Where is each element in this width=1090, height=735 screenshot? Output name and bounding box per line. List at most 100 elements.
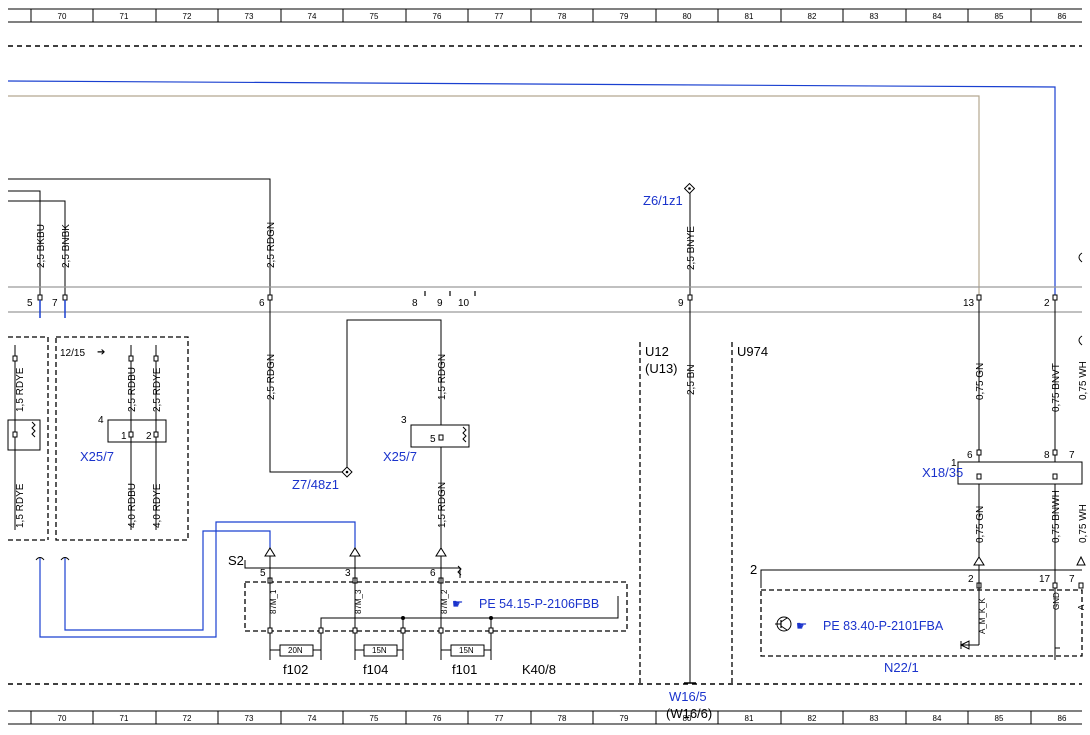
bkbu-feed-wire — [8, 190, 41, 297]
wire-label-rdbu-a: 2,5 RDBU — [127, 367, 138, 412]
fuse-f104-rating: 15N — [372, 646, 387, 655]
bottom-ruler: 70 71 72 73 74 75 76 77 78 79 80 81 82 8… — [8, 710, 1082, 725]
ruler-col: 71 — [120, 714, 129, 723]
ruler-col: 82 — [808, 714, 817, 723]
n22-pin-7: 7 — [1069, 574, 1075, 585]
n22-supply-bus — [760, 569, 1082, 588]
bar-pin-6: 6 — [259, 298, 265, 309]
x25-mid-label: X25/7 — [383, 449, 417, 464]
bar-pin-9b: 9 — [678, 298, 684, 309]
blue-wire-loop-b — [64, 530, 271, 631]
ruler-col: 70 — [58, 714, 67, 723]
ruler-col: 72 — [183, 12, 192, 21]
wire-label-bnwh: 0,75 BNWH — [1051, 490, 1062, 543]
pe-n22-hand-icon[interactable]: ☛ — [796, 619, 807, 633]
relay-a-label: 87M_1 — [269, 589, 278, 614]
f104-label: f104 — [363, 662, 388, 677]
wire-label-bnbk: 2,5 BNBK — [61, 224, 72, 268]
ruler-col: 75 — [370, 714, 379, 723]
ruler-col: 84 — [933, 714, 942, 723]
u974-label: U974 — [737, 344, 768, 359]
w16b-label: (W16/6) — [666, 706, 712, 721]
left-dashed-box — [8, 336, 49, 541]
wire-label-rdgn-top: 2,5 RDGN — [266, 222, 277, 268]
relay-b-label: 87M_3 — [354, 589, 363, 614]
ruler-col: 77 — [495, 714, 504, 723]
bnbk-feed-wire — [8, 200, 66, 297]
sheet-ref-arrow-icon: ➔ — [97, 347, 105, 358]
ruler-col: 82 — [808, 12, 817, 21]
resistor-icon — [31, 421, 36, 438]
ruler-col: 84 — [933, 12, 942, 21]
resistor-icon — [457, 565, 462, 576]
fuse-terminals — [267, 627, 494, 634]
wire-label-rdye-b: 1,5 RDYE — [15, 483, 26, 528]
edge-mark — [1078, 252, 1083, 263]
wire-label-bn: 2,5 BN — [686, 364, 697, 395]
bar-pin-9: 9 — [437, 298, 443, 309]
pin-1-label: 1 — [121, 431, 127, 442]
ruler-col: 79 — [620, 12, 629, 21]
transistor-icon — [775, 616, 792, 632]
x18-pin-7: 7 — [1069, 450, 1075, 461]
s2-label: S2 — [228, 553, 244, 568]
wire-label-gn-top: 0,75 GN — [975, 363, 986, 400]
rdgn-left-wire — [269, 300, 347, 473]
wire-label-rdgn-left: 2,5 RDGN — [266, 354, 277, 400]
n22-cut-label: A — [1077, 604, 1086, 610]
fuse-f102: 20N — [270, 644, 321, 657]
x18-pins — [976, 449, 1058, 480]
fuse-f102-rating: 20N — [288, 646, 303, 655]
z7-label: Z7/48z1 — [292, 477, 339, 492]
pe-n22-link[interactable]: PE 83.40-P-2101FBA — [823, 619, 944, 633]
n22-input-arrows — [973, 555, 1086, 566]
splice-z6-icon — [683, 182, 696, 195]
bar-pin-10: 10 — [458, 298, 470, 309]
x18-pin-6: 6 — [967, 450, 973, 461]
ruler-col: 85 — [995, 714, 1004, 723]
ruler-col: 76 — [433, 12, 442, 21]
k40-pin-5: 5 — [260, 568, 266, 579]
x25-left-connector — [107, 419, 167, 443]
ruler-col: 86 — [1058, 12, 1067, 21]
ruler-col: 83 — [870, 714, 879, 723]
bar-pin-13: 13 — [963, 298, 975, 309]
x18-pin-8: 8 — [1044, 450, 1050, 461]
pe-k40-hand-icon[interactable]: ☛ — [452, 597, 463, 611]
n22-box-pin-2: 2 — [750, 562, 757, 577]
diode-icon — [959, 640, 970, 650]
n22-pin-2: 2 — [968, 574, 974, 585]
k40-input-arrows — [264, 547, 447, 557]
ruler-col: 83 — [870, 12, 879, 21]
n22-gnd-line — [1054, 640, 1060, 649]
x18-pin-1: 1 — [951, 458, 957, 469]
k40-junctions — [401, 616, 493, 620]
ruler-col: 79 — [620, 714, 629, 723]
pin-4-label: 4 — [98, 415, 104, 426]
ruler-col: 77 — [495, 12, 504, 21]
x25-left-stub — [7, 419, 41, 451]
ruler-col: 80 — [683, 12, 692, 21]
pin-3-label: 3 — [401, 415, 407, 426]
resistor-icon — [462, 426, 467, 443]
ruler-col: 80 — [683, 714, 692, 723]
ruler-col: 74 — [308, 12, 317, 21]
ruler-col: 81 — [745, 12, 754, 21]
connector-unused-pins — [424, 291, 476, 296]
n22-label: N22/1 — [884, 660, 919, 675]
wire-break-mark — [60, 557, 70, 561]
k40-pin-3: 3 — [345, 568, 351, 579]
wire-label-gn-low: 0,75 GN — [975, 506, 986, 543]
x25-left-box — [55, 336, 189, 541]
n22-gnd-label: GND — [1052, 592, 1061, 610]
bar-pin-2: 2 — [1044, 298, 1050, 309]
wire-label-wh-low: 0,75 WH — [1078, 504, 1089, 543]
blue-wire-top — [7, 80, 1056, 297]
rdgn-mid-wire — [346, 319, 442, 472]
ruler-col: 71 — [120, 12, 129, 21]
wire-label-rdgn-low: 1,5 RDGN — [437, 482, 448, 528]
pe-k40-link[interactable]: PE 54.15-P-2106FBB — [479, 597, 599, 611]
pin-2-label: 2 — [146, 431, 152, 442]
ruler-col: 78 — [558, 714, 567, 723]
